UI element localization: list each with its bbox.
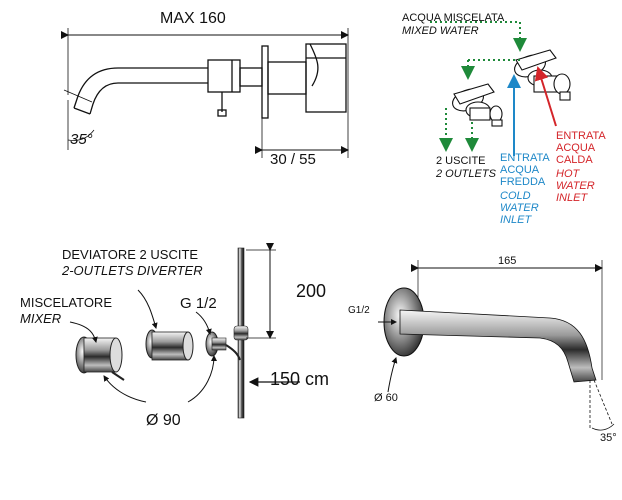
mixed-water-label-en: MIXED WATER	[402, 25, 479, 37]
controls-drawing	[69, 243, 300, 419]
cold-label-it-3: FREDDA	[500, 176, 546, 188]
spout-thread-label: G1/2	[348, 305, 370, 316]
mixer-exploded-drawing	[430, 21, 571, 156]
hose-length-label: 150 cm	[270, 369, 330, 389]
diverter-label-it: DEVIATORE 2 USCITE	[62, 247, 199, 262]
cold-label-en-3: INLET	[500, 214, 532, 226]
diverter-label-en: 2-OUTLETS DIVERTER	[62, 263, 203, 278]
thread-label: G 1/2	[180, 295, 217, 312]
hot-label-it-2: ACQUA	[556, 142, 596, 154]
spout-angle-label: 35°	[600, 432, 617, 444]
outlets-label-it: 2 USCITE	[436, 155, 486, 167]
hot-label-it-1: ENTRATA	[556, 130, 606, 142]
cold-label-en-2: WATER	[500, 202, 539, 214]
cold-label-it-1: ENTRATA	[500, 152, 550, 164]
hot-label-en-3: INLET	[556, 192, 588, 204]
spout-drawing	[378, 260, 615, 431]
cold-label-en-1: COLD	[500, 190, 531, 202]
spout-diameter-label: Ø 60	[374, 392, 398, 404]
mixed-water-label-it: ACQUA MISCELATA	[402, 12, 505, 24]
mixer-label-en: MIXER	[20, 311, 62, 326]
depth-dimension-label: 30 / 55	[270, 151, 316, 168]
max-dimension-label: MAX 160	[160, 10, 226, 27]
angle-label: 35°	[70, 131, 93, 148]
mixer-label-it: MISCELATORE	[20, 295, 112, 310]
hot-label-en-1: HOT	[556, 168, 580, 180]
hose-height-label: 200	[296, 281, 327, 301]
side-elevation-drawing	[61, 28, 349, 158]
diameter-label: Ø 90	[146, 412, 181, 429]
hot-label-en-2: WATER	[556, 180, 595, 192]
cold-label-it-2: ACQUA	[500, 164, 540, 176]
spout-length-label: 165	[498, 255, 517, 267]
hot-label-it-3: CALDA	[556, 154, 593, 166]
outlets-label-en: 2 OUTLETS	[436, 168, 496, 180]
